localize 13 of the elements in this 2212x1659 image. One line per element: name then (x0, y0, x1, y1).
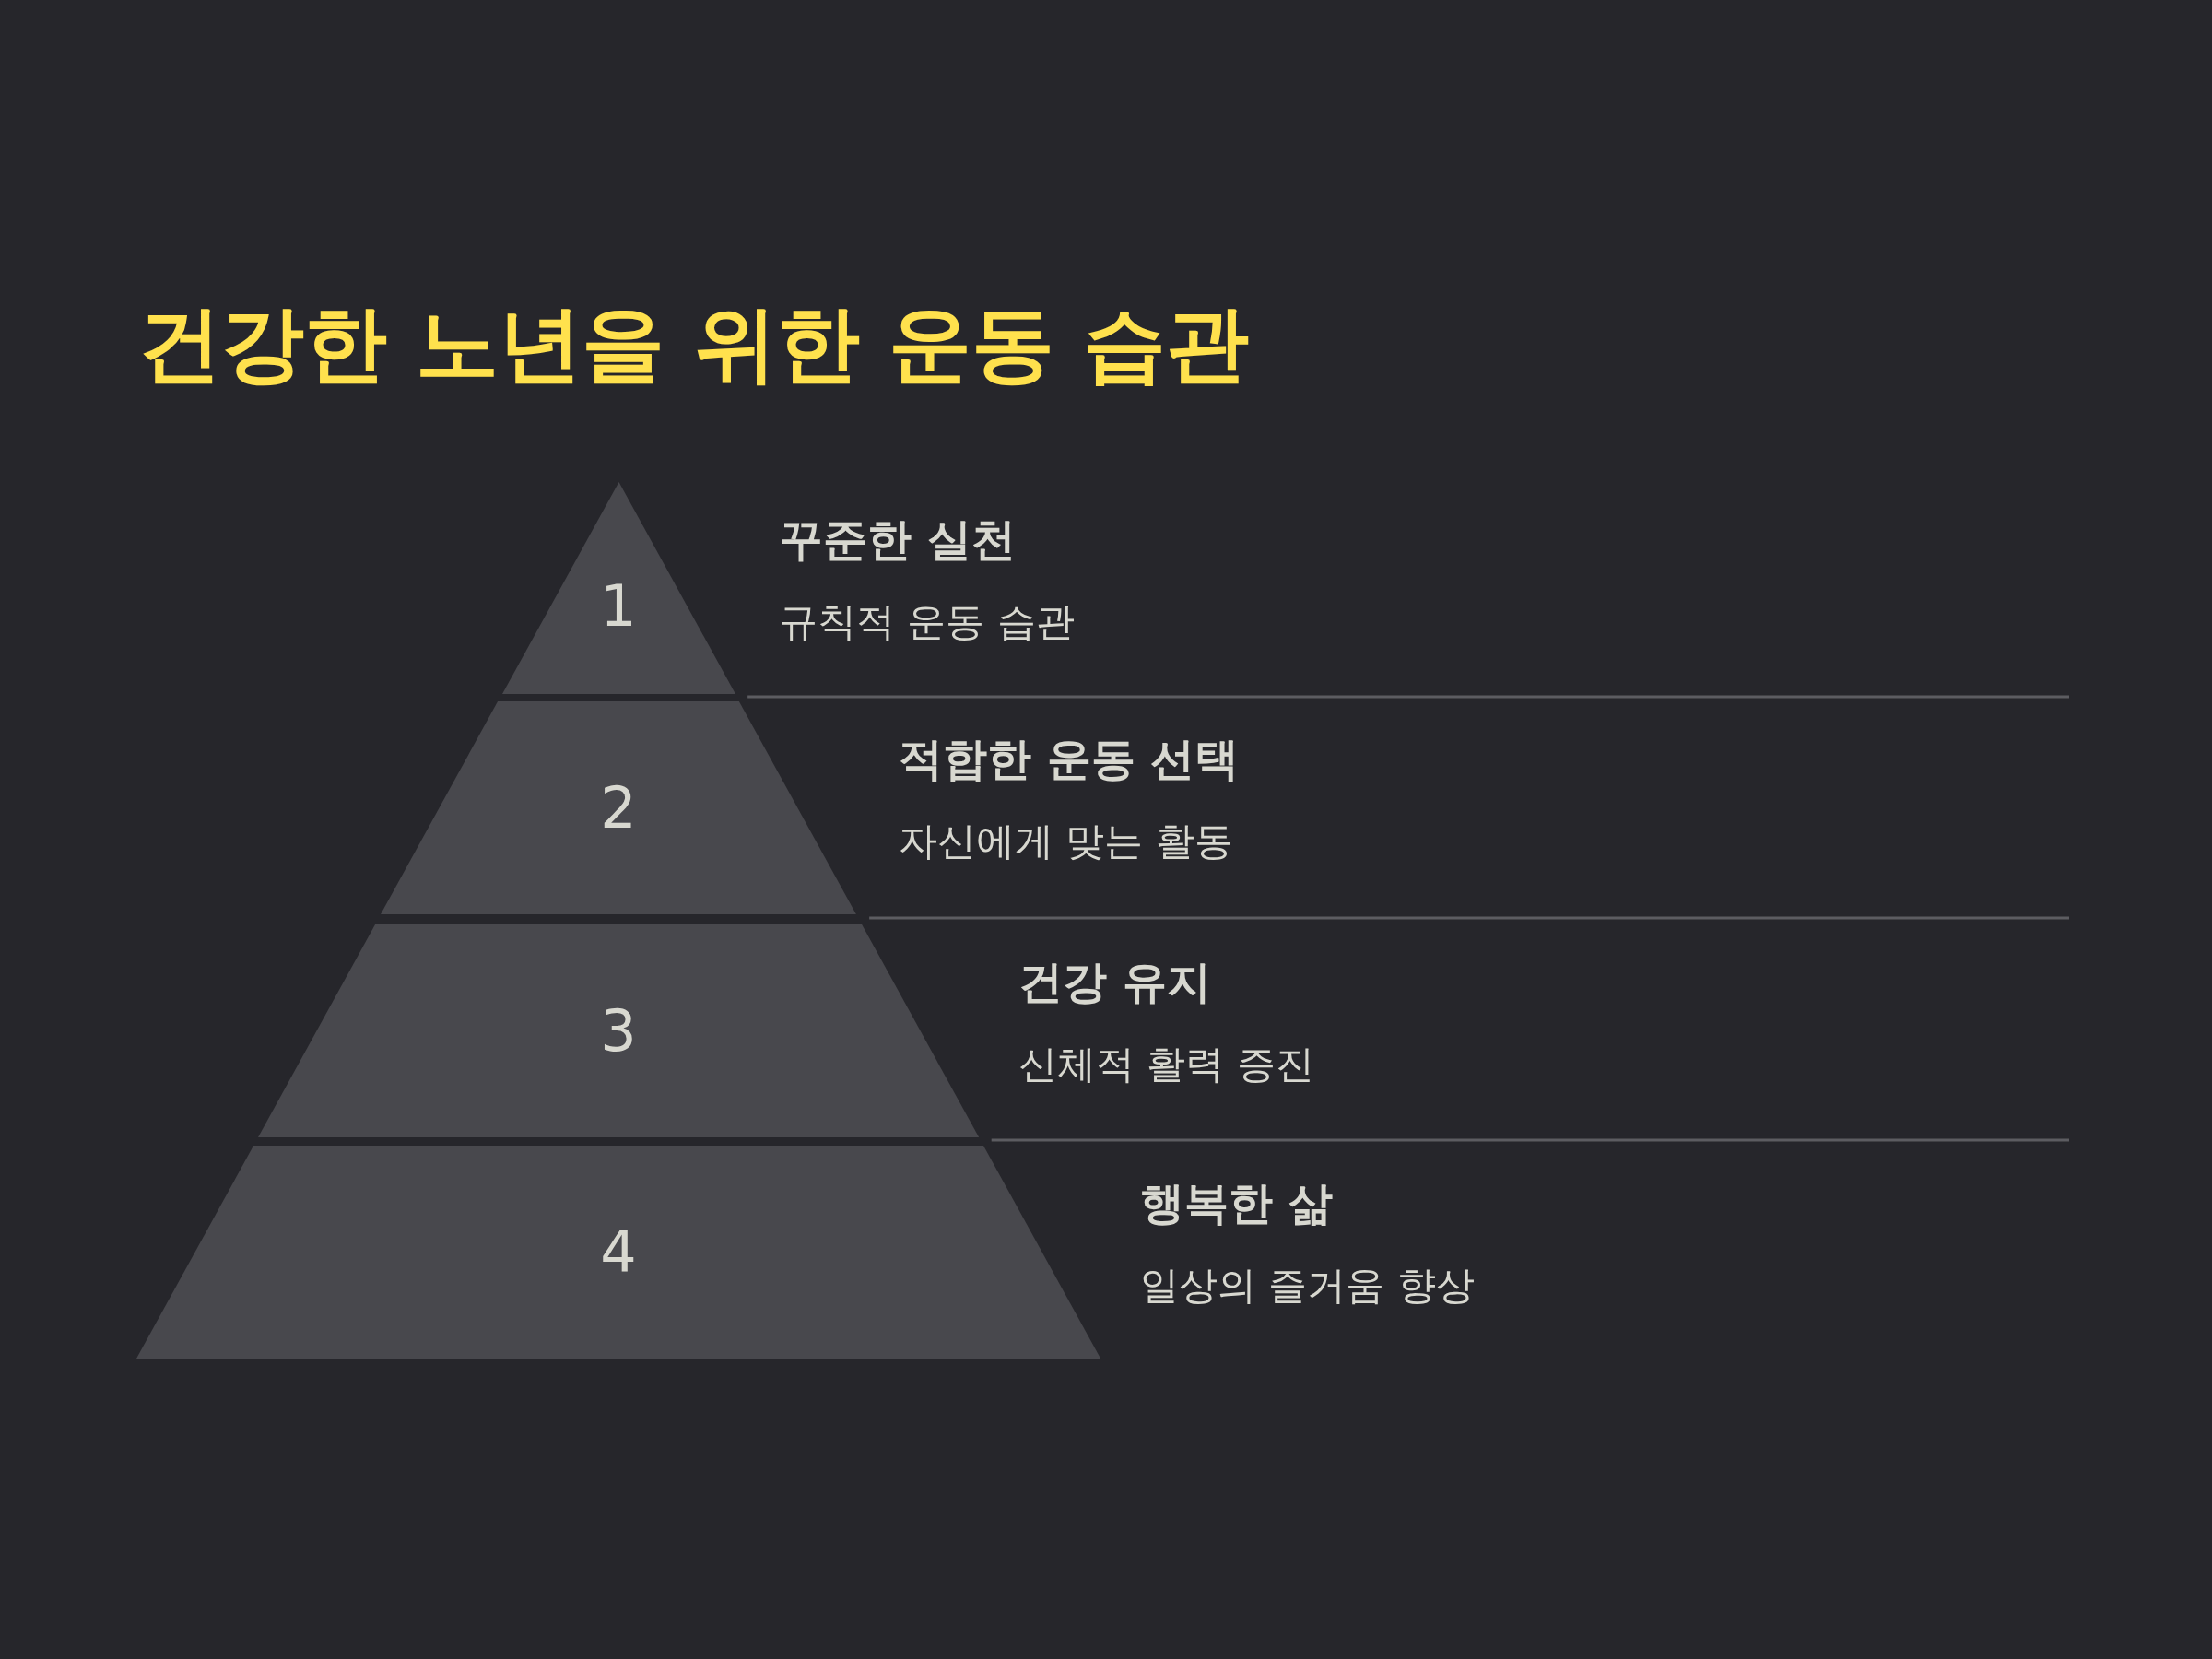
title: 건강한 노년을 위한 운동 습관 (138, 294, 1250, 394)
tier-number: 2 (599, 772, 638, 843)
tier-number: 1 (599, 571, 638, 641)
tier-description: 규칙적 운동 습관 (779, 598, 1075, 646)
tier-number: 3 (599, 995, 638, 1066)
tier-heading: 꾸준한 실천 (779, 512, 1016, 567)
tier-heading: 건강 유지 (1018, 955, 1211, 1009)
tier-heading: 행복한 삶 (1140, 1176, 1333, 1230)
tier-description: 일상의 즐거움 향상 (1140, 1262, 1475, 1310)
tier-description: 신체적 활력 증진 (1018, 1041, 1314, 1088)
tier-number: 4 (599, 1217, 638, 1288)
tier-description: 자신에게 맞는 활동 (899, 818, 1233, 865)
tier-heading: 적합한 운동 선택 (899, 732, 1240, 786)
